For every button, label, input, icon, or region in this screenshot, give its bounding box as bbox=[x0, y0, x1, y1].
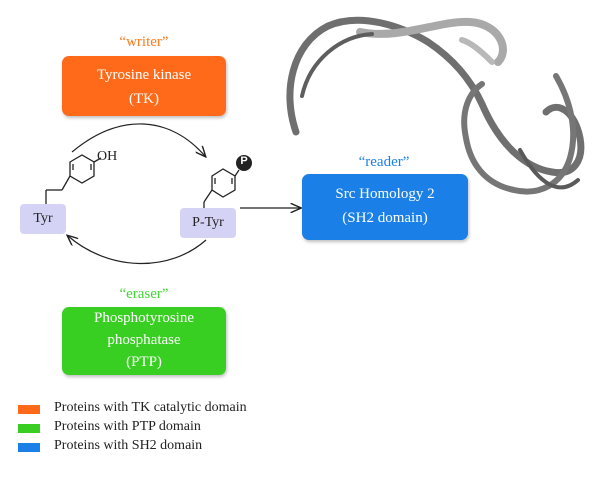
phosphate-circle bbox=[236, 155, 252, 171]
ptp-name-line2: phosphatase bbox=[107, 332, 181, 348]
tyrosine-kinase-abbr: (TK) bbox=[129, 91, 159, 107]
legend-label-sh2: Proteins with SH2 domain bbox=[54, 438, 203, 453]
ptp-box: Phosphotyrosine phosphatase (PTP) bbox=[62, 307, 226, 375]
sh2-domain-box: Src Homology 2 (SH2 domain) bbox=[302, 174, 468, 240]
legend-label-ptp: Proteins with PTP domain bbox=[54, 419, 201, 434]
tyrosine-phenol-structure bbox=[45, 154, 102, 204]
sh2-structure-ribbon bbox=[286, 16, 585, 195]
tyr-label-box: Tyr bbox=[20, 204, 66, 234]
writer-role-label: “writer” bbox=[119, 34, 169, 50]
tyrosine-kinase-name: Tyrosine kinase bbox=[96, 67, 192, 83]
legend-swatch-ptp bbox=[18, 424, 40, 433]
ptp-abbr: (PTP) bbox=[126, 354, 162, 370]
sh2-abbr: (SH2 domain) bbox=[342, 210, 428, 226]
ptyr-label-box: P-Tyr bbox=[180, 208, 236, 238]
sh2-name: Src Homology 2 bbox=[335, 186, 435, 202]
ptp-name-line1: Phosphotyrosine bbox=[93, 310, 194, 326]
eraser-role-label: “eraser” bbox=[119, 286, 169, 302]
dephosphorylation-arrow bbox=[68, 236, 207, 265]
phosphate-label: P bbox=[240, 155, 248, 167]
tyrosine-kinase-box: Tyrosine kinase (TK) bbox=[62, 56, 226, 116]
reader-role-label: “reader” bbox=[358, 154, 410, 170]
legend-label-tk: Proteins with TK catalytic domain bbox=[54, 400, 247, 415]
legend-swatch-sh2 bbox=[18, 443, 40, 452]
phosphotyrosine-structure bbox=[203, 168, 240, 210]
legend-swatch-tk bbox=[18, 405, 40, 414]
hydroxyl-label: OH bbox=[97, 149, 118, 164]
phosphorylation-arrow bbox=[71, 123, 205, 156]
